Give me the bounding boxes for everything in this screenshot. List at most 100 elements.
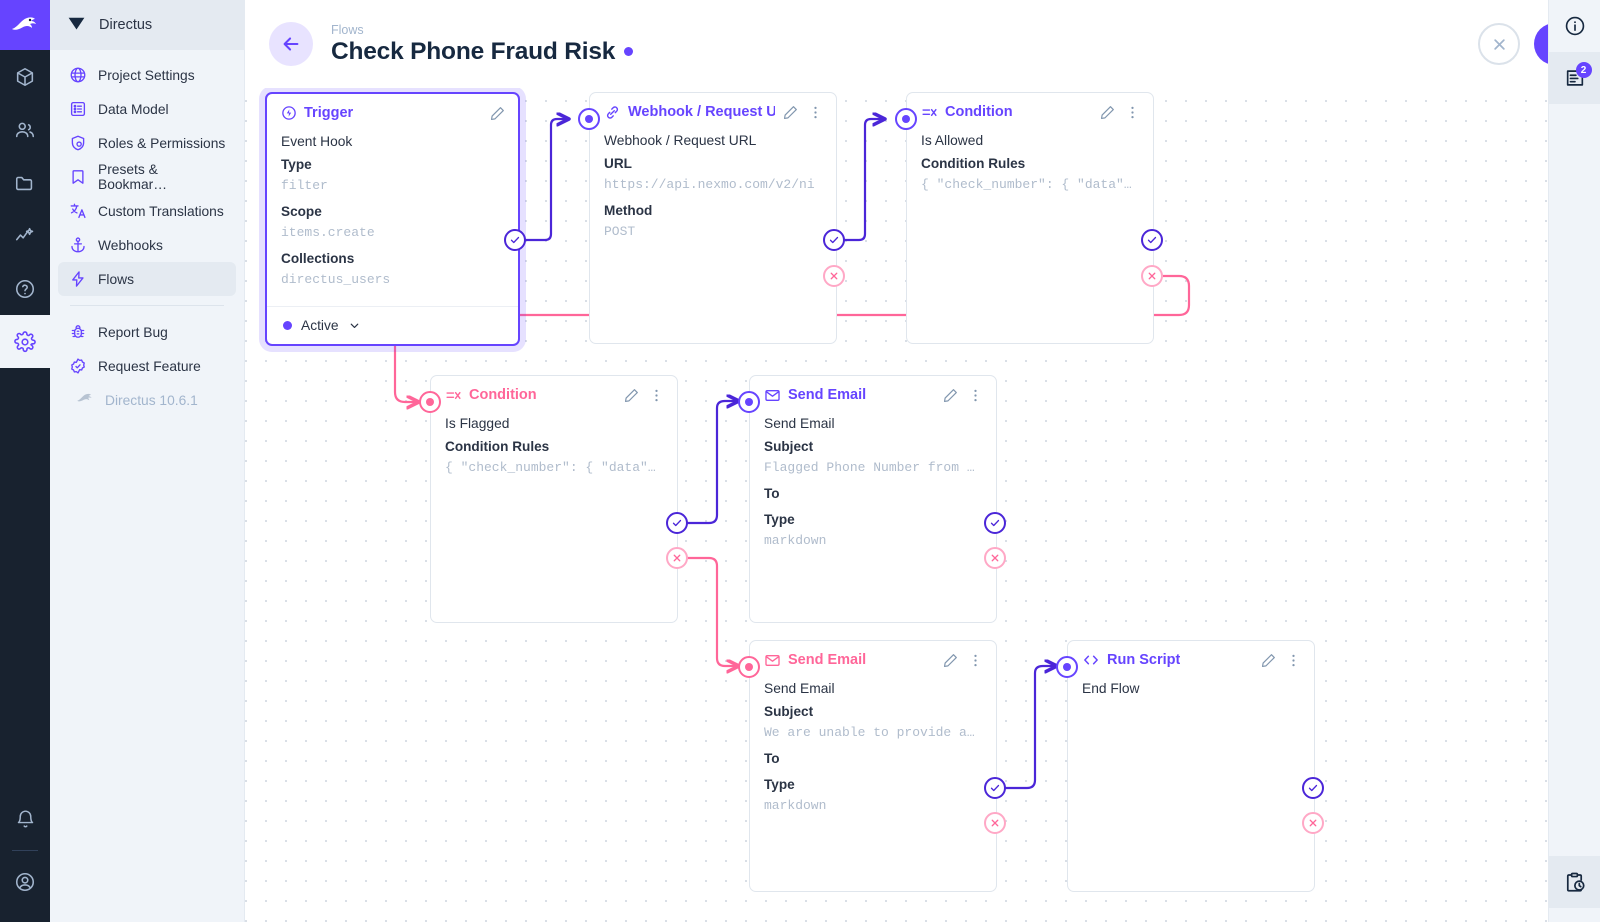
page-title: Check Phone Fraud Risk [331, 37, 616, 65]
module-users-icon[interactable] [0, 103, 50, 156]
bug-icon [68, 323, 87, 342]
flow-node-send-email-flagged[interactable]: Send Email Send Email Subject Flagged Ph… [749, 375, 997, 623]
port-condition-flagged-resolve[interactable] [666, 512, 688, 534]
port-run-script-input[interactable] [1056, 656, 1078, 678]
port-run-script-reject[interactable] [1302, 812, 1324, 834]
field-label: Scope [281, 204, 322, 219]
port-send-email-unable-resolve[interactable] [984, 777, 1006, 799]
module-help-icon[interactable] [0, 262, 50, 315]
edit-pencil-icon[interactable] [489, 105, 506, 122]
rail-bottom-group [0, 793, 50, 922]
more-options-icon[interactable] [1285, 652, 1302, 669]
port-send-email-flagged-reject[interactable] [984, 547, 1006, 569]
sidebar-item-presets-bookmarks[interactable]: Presets & Bookmar… [58, 160, 236, 194]
more-options-icon[interactable] [967, 652, 984, 669]
edit-pencil-icon[interactable] [1099, 104, 1116, 121]
port-condition-flagged-input[interactable] [419, 391, 441, 413]
sidebar-item-project-settings[interactable]: Project Settings [58, 58, 236, 92]
globe-icon [68, 66, 87, 85]
node-header: Trigger [267, 94, 518, 132]
port-webhook-resolve[interactable] [823, 229, 845, 251]
directus-logo[interactable] [0, 0, 50, 50]
flow-node-webhook[interactable]: Webhook / Request U Webhook / Request UR… [589, 92, 837, 344]
logs-icon[interactable]: 2 [1548, 52, 1600, 104]
flow-node-condition-allowed[interactable]: Condition Is Allowed Condition Rules { "… [906, 92, 1154, 344]
node-body: Send Email Subject We are unable to prov… [750, 679, 996, 833]
sidebar-item-custom-translations[interactable]: Custom Translations [58, 194, 236, 228]
sidebar-item-report-bug[interactable]: Report Bug [58, 315, 236, 349]
port-webhook-input[interactable] [578, 108, 600, 130]
port-send-email-flagged-resolve[interactable] [984, 512, 1006, 534]
field-value: { "check_number": { "data"… [445, 460, 656, 475]
node-type-text: Trigger [304, 105, 354, 121]
port-trigger-resolve[interactable] [504, 229, 526, 251]
edit-pencil-icon[interactable] [782, 104, 799, 121]
node-name: Event Hook [281, 134, 353, 149]
field-label: Method [604, 203, 653, 218]
sidebar-item-data-model[interactable]: Data Model [58, 92, 236, 126]
sidebar-item-webhooks[interactable]: Webhooks [58, 228, 236, 262]
chevron-down-icon [348, 319, 361, 332]
rule-icon [921, 104, 938, 121]
nav-divider [70, 305, 224, 306]
back-button[interactable] [269, 22, 313, 66]
port-run-script-resolve[interactable] [1302, 777, 1324, 799]
more-options-icon[interactable] [648, 387, 665, 404]
edit-pencil-icon[interactable] [942, 387, 959, 404]
info-icon[interactable] [1549, 0, 1600, 52]
port-send-email-unable-reject[interactable] [984, 812, 1006, 834]
user-account-icon[interactable] [0, 855, 50, 908]
rule-icon [445, 387, 462, 404]
port-webhook-reject[interactable] [823, 265, 845, 287]
module-files-icon[interactable] [0, 156, 50, 209]
node-type-label: Webhook / Request U [604, 104, 775, 121]
app-version: Directus 10.6.1 [58, 383, 236, 417]
node-body: Is Flagged Condition Rules { "check_numb… [431, 414, 677, 495]
node-header-actions [623, 387, 665, 404]
node-header: Send Email [750, 641, 996, 679]
edit-pencil-icon[interactable] [942, 652, 959, 669]
bolt-icon [68, 270, 87, 289]
node-name: Webhook / Request URL [604, 133, 757, 148]
project-logo-icon [66, 12, 87, 38]
activity-history-icon[interactable] [1548, 856, 1600, 908]
more-options-icon[interactable] [1124, 104, 1141, 121]
edge-condition-flagged-reject-to-send-email-unable [687, 556, 739, 666]
port-condition-flagged-reject[interactable] [666, 547, 688, 569]
flow-node-condition-flagged[interactable]: Condition Is Flagged Condition Rules { "… [430, 375, 678, 623]
trigger-bolt-circle-icon [281, 105, 297, 121]
flow-node-run-script[interactable]: Run Script End Flow [1067, 640, 1315, 892]
edge-send-email-unable-to-run-script [1005, 666, 1057, 790]
port-send-email-unable-input[interactable] [738, 656, 760, 678]
more-options-icon[interactable] [967, 387, 984, 404]
port-condition-allowed-resolve[interactable] [1141, 229, 1163, 251]
flow-status-dropdown[interactable]: Active [267, 306, 518, 344]
module-settings-icon[interactable] [0, 315, 50, 368]
module-content-icon[interactable] [0, 50, 50, 103]
edit-pencil-icon[interactable] [1260, 652, 1277, 669]
field-label: To [764, 751, 780, 766]
sidebar-item-roles-permissions[interactable]: Roles & Permissions [58, 126, 236, 160]
port-condition-allowed-reject[interactable] [1141, 265, 1163, 287]
status-label: Active [301, 318, 339, 333]
module-insights-icon[interactable] [0, 209, 50, 262]
port-send-email-flagged-input[interactable] [738, 391, 760, 413]
cancel-button[interactable] [1478, 23, 1520, 65]
sidebar-item-request-feature[interactable]: Request Feature [58, 349, 236, 383]
sidebar-item-flows[interactable]: Flows [58, 262, 236, 296]
mail-icon [764, 652, 781, 669]
edit-pencil-icon[interactable] [623, 387, 640, 404]
mail-icon [764, 387, 781, 404]
badge-check-icon [68, 357, 87, 376]
node-type-text: Send Email [788, 387, 867, 403]
port-condition-allowed-input[interactable] [895, 108, 917, 130]
breadcrumb[interactable]: Flows [331, 22, 364, 37]
database-list-icon [68, 100, 87, 119]
sidebar-item-label: Roles & Permissions [98, 135, 226, 151]
node-header: Webhook / Request U [590, 93, 836, 131]
more-options-icon[interactable] [807, 104, 824, 121]
node-name: Is Allowed [921, 133, 984, 148]
flow-node-send-email-unable[interactable]: Send Email Send Email Subject We are una… [749, 640, 997, 892]
flow-node-trigger[interactable]: Trigger Event Hook Type filter Scope ite… [265, 92, 520, 346]
notifications-bell-icon[interactable] [0, 793, 50, 846]
